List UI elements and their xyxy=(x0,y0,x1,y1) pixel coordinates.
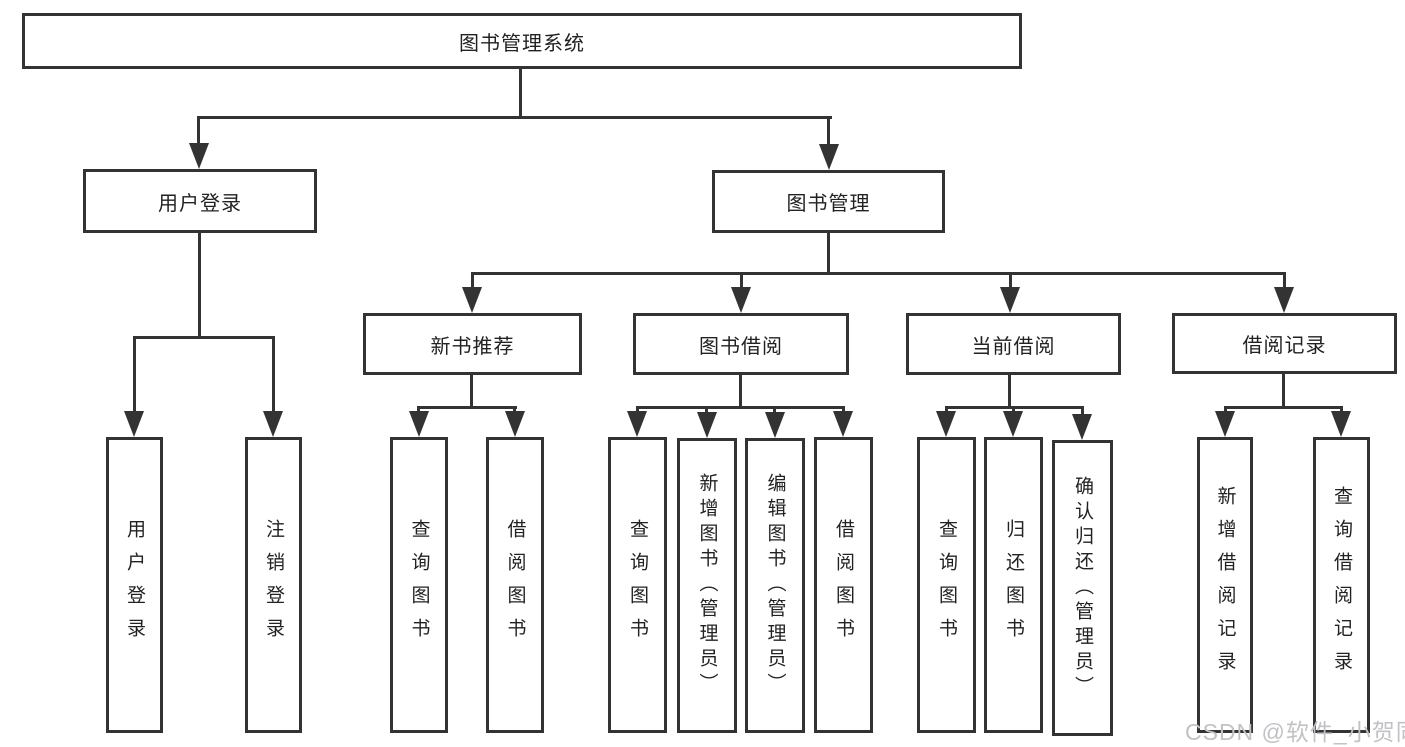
arrow-down-icon xyxy=(731,287,751,313)
arrow-down-icon xyxy=(263,411,283,437)
node-new-book-recommend: 新书推荐 xyxy=(363,313,582,375)
node-borrow-records-label: 借阅记录 xyxy=(1242,335,1327,357)
leaf-query-books-current-label: 查询图书 xyxy=(936,519,957,651)
node-current-borrow-label: 当前借阅 xyxy=(971,335,1056,358)
node-user-login: 用户登录 xyxy=(83,169,317,233)
node-root-label: 图书管理系统 xyxy=(459,32,585,55)
arrow-down-icon xyxy=(819,144,839,170)
leaf-query-borrow-record: 查询借阅记录 xyxy=(1313,437,1370,733)
arrow-down-icon xyxy=(1274,287,1294,313)
leaf-borrow-books-recommend: 借阅图书 xyxy=(486,437,544,733)
arrow-down-icon xyxy=(697,412,717,438)
arrow-down-icon xyxy=(409,411,429,437)
connector-drop xyxy=(1081,406,1084,416)
connector-drop-leaf-logout xyxy=(272,336,275,413)
connector-drop-user-login xyxy=(197,116,200,145)
connector-current-borrow-stem xyxy=(1008,375,1011,408)
leaf-borrow-books-recommend-label: 借阅图书 xyxy=(504,519,526,651)
leaf-query-books-recommend-label: 查询图书 xyxy=(408,519,430,651)
arrow-down-icon xyxy=(189,143,209,169)
arrow-down-icon xyxy=(833,411,853,437)
leaf-query-borrow-record-label: 查询借阅记录 xyxy=(1331,486,1352,684)
connector-drop xyxy=(773,406,776,414)
node-book-management-label: 图书管理 xyxy=(786,193,871,215)
connector-drop xyxy=(1340,406,1343,414)
leaf-confirm-return-admin-label: 确认归还（管理员） xyxy=(1072,475,1093,701)
node-root: 图书管理系统 xyxy=(22,13,1022,69)
arrow-down-icon xyxy=(1000,287,1020,313)
connector-drop xyxy=(842,406,845,414)
arrow-down-icon xyxy=(627,411,647,437)
leaf-user-login-label: 用户登录 xyxy=(124,519,145,651)
leaf-add-books-admin: 新增图书（管理员） xyxy=(677,438,737,733)
connector-drop xyxy=(945,406,948,414)
connector-borrow-records-bus xyxy=(1224,406,1343,409)
node-book-management: 图书管理 xyxy=(712,170,945,233)
leaf-logout: 注销登录 xyxy=(245,437,302,733)
connector-book-management-bus xyxy=(471,272,1286,275)
leaf-return-books-label: 归还图书 xyxy=(1003,519,1024,651)
connector-root-stem xyxy=(519,69,522,117)
connector-drop-leaf-user-login xyxy=(133,336,136,413)
connector-drop xyxy=(1224,406,1227,414)
leaf-borrow-books: 借阅图书 xyxy=(814,437,873,733)
leaf-edit-books-admin-label: 编辑图书（管理员） xyxy=(764,473,786,698)
connector-drop xyxy=(417,406,420,414)
leaf-logout-label: 注销登录 xyxy=(263,519,284,651)
leaf-add-books-admin-label: 新增图书（管理员） xyxy=(696,473,718,698)
leaf-borrow-books-label: 借阅图书 xyxy=(833,519,854,651)
leaf-add-borrow-record-label: 新增借阅记录 xyxy=(1214,486,1236,684)
leaf-query-books-borrow-label: 查询图书 xyxy=(627,519,648,651)
connector-drop-borrow-records xyxy=(1283,272,1286,289)
connector-drop xyxy=(513,406,516,414)
leaf-confirm-return-admin: 确认归还（管理员） xyxy=(1052,440,1113,736)
leaf-add-borrow-record: 新增借阅记录 xyxy=(1197,437,1253,733)
node-borrow-records: 借阅记录 xyxy=(1172,313,1397,374)
arrow-down-icon xyxy=(936,411,956,437)
arrow-down-icon xyxy=(462,287,482,313)
connector-book-management-stem xyxy=(827,233,830,274)
leaf-return-books: 归还图书 xyxy=(984,437,1043,733)
arrow-down-icon xyxy=(1003,411,1023,437)
connector-drop xyxy=(1012,406,1015,414)
connector-book-borrow-bus xyxy=(636,406,845,409)
watermark: CSDN @软件_小贺同学 xyxy=(1185,719,1405,745)
node-new-book-recommend-label: 新书推荐 xyxy=(430,335,515,358)
connector-drop-book-borrow xyxy=(740,272,743,289)
connector-drop-current-borrow xyxy=(1009,272,1012,289)
connector-user-login-bus xyxy=(133,336,275,339)
node-current-borrow: 当前借阅 xyxy=(906,313,1121,375)
node-user-login-label: 用户登录 xyxy=(158,192,242,215)
connector-drop xyxy=(636,406,639,414)
arrow-down-icon xyxy=(765,412,785,438)
arrow-down-icon xyxy=(1072,414,1092,440)
connector-new-book-recommend-stem xyxy=(470,375,473,408)
connector-borrow-records-stem xyxy=(1282,374,1285,408)
connector-book-borrow-stem xyxy=(739,375,742,408)
leaf-query-books-borrow: 查询图书 xyxy=(608,437,667,733)
connector-root-bus xyxy=(197,116,832,119)
arrow-down-icon xyxy=(1331,411,1351,437)
arrow-down-icon xyxy=(124,411,144,437)
connector-user-login-stem xyxy=(198,233,201,338)
connector-drop xyxy=(705,406,708,414)
connector-drop-new-book-recommend xyxy=(471,272,474,289)
leaf-query-books-current: 查询图书 xyxy=(917,437,976,733)
connector-drop-book-management xyxy=(827,116,830,146)
node-book-borrow: 图书借阅 xyxy=(633,313,849,375)
arrow-down-icon xyxy=(1215,411,1235,437)
leaf-user-login: 用户登录 xyxy=(106,437,163,733)
node-book-borrow-label: 图书借阅 xyxy=(699,335,783,358)
connector-new-book-recommend-bus xyxy=(417,406,517,409)
arrow-down-icon xyxy=(505,411,525,437)
leaf-query-books-recommend: 查询图书 xyxy=(390,437,448,733)
leaf-edit-books-admin: 编辑图书（管理员） xyxy=(745,438,805,733)
